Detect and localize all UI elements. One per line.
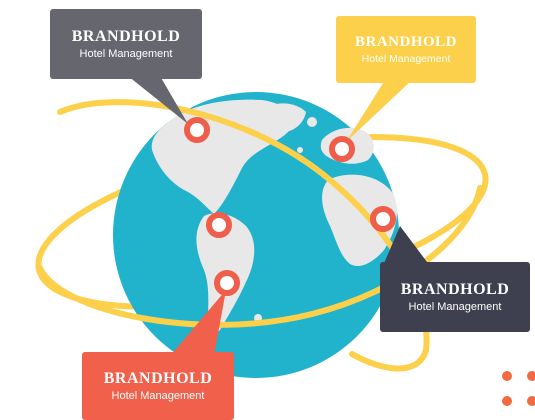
location-pin-icon xyxy=(329,136,355,162)
orbit-ring-front-icon xyxy=(37,185,483,328)
brand-name: BRANDHOLD xyxy=(103,369,213,387)
callout-red: BRANDHOLD Hotel Management xyxy=(82,352,234,420)
brand-name: BRANDHOLD xyxy=(354,33,457,50)
location-pin-icon xyxy=(184,117,210,143)
brand-subtitle: Hotel Management xyxy=(361,52,451,65)
callout-tail-yellow xyxy=(346,80,412,142)
brand-subtitle: Hotel Management xyxy=(408,300,502,313)
callout-dark: BRANDHOLD Hotel Management xyxy=(380,262,530,332)
globe-icon xyxy=(113,92,399,378)
island xyxy=(297,147,303,153)
callout-gray: BRANDHOLD Hotel Management xyxy=(50,9,202,79)
location-pin-icon xyxy=(370,206,396,232)
callout-tail-red xyxy=(170,290,226,356)
africa-landmass xyxy=(322,174,398,267)
callout-tail-dark xyxy=(382,226,430,268)
greenland-landmass xyxy=(261,103,306,133)
brand-name: BRANDHOLD xyxy=(400,280,510,298)
brand-subtitle: Hotel Management xyxy=(79,47,173,60)
island xyxy=(307,117,317,127)
location-pin-icon xyxy=(206,212,232,238)
callout-yellow: BRANDHOLD Hotel Management xyxy=(336,16,476,83)
brand-subtitle: Hotel Management xyxy=(111,389,205,402)
location-pin-icon xyxy=(214,270,240,296)
decorative-dots-icon xyxy=(502,371,535,406)
callout-tail-gray xyxy=(128,76,188,124)
brand-name: BRANDHOLD xyxy=(71,27,181,45)
